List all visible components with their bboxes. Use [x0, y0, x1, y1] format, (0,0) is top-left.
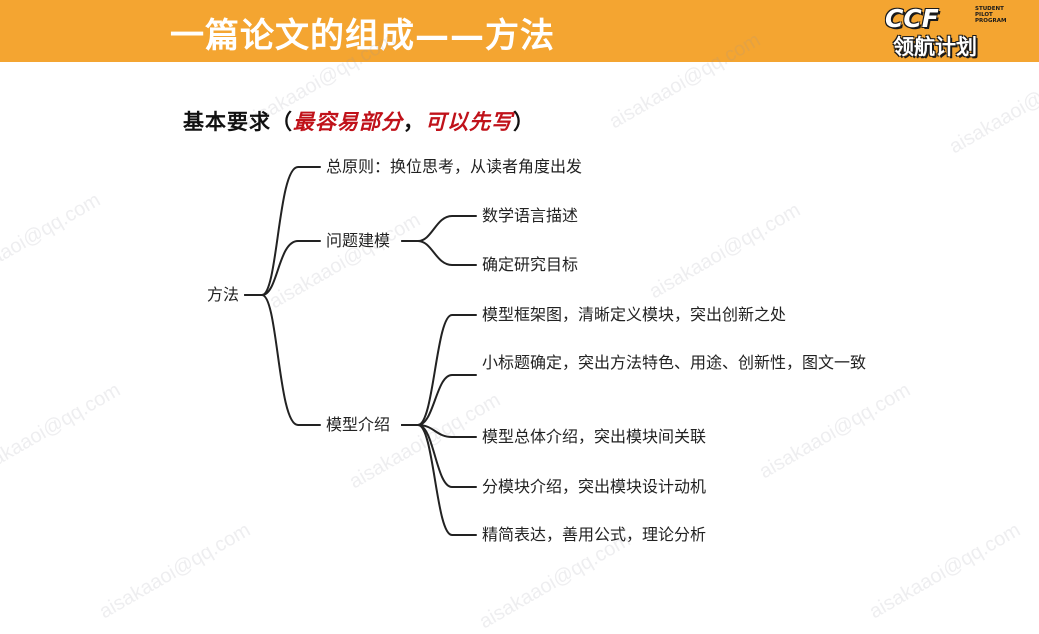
heading-part-write-first: 可以先写	[425, 109, 513, 134]
node-model-framework: 模型框架图，清晰定义模块，突出创新之处	[482, 305, 787, 324]
heading-prefix: 基本要求（	[183, 109, 293, 134]
node-research-goal: 确定研究目标	[482, 255, 579, 274]
node-subtitle-defined: 小标题确定，突出方法特色、用途、创新性，图文一致	[482, 353, 867, 372]
logo-small-text: STUDENT PILOT PROGRAM	[975, 6, 1017, 24]
connector-problem-child-1	[401, 215, 477, 242]
connector-root-principle	[244, 166, 321, 296]
node-problem-modeling: 问题建模	[326, 231, 391, 250]
node-model-intro: 模型介绍	[326, 415, 391, 434]
logo-sub-text: 领航计划	[893, 35, 977, 59]
connector-model-child-5	[401, 424, 477, 536]
connector-model-child-2	[401, 374, 477, 426]
connector-model-child-1	[401, 314, 477, 426]
connector-model-child-3	[401, 424, 477, 438]
logo-small-line-1: STUDENT	[975, 6, 1004, 12]
logo-small-line-2: PILOT	[975, 12, 993, 18]
heading-separator: ，	[403, 109, 425, 134]
mindmap-root: 方法	[207, 285, 240, 304]
node-overall-intro: 模型总体介绍，突出模块间关联	[482, 427, 707, 446]
heading-part-easiest: 最容易部分	[293, 109, 403, 134]
ccf-logo: CCF STUDENT PILOT PROGRAM 领航计划	[885, 4, 1017, 59]
connector-problem-child-2	[401, 240, 477, 266]
logo-small-line-3: PROGRAM	[975, 18, 1007, 24]
node-concise-expression: 精简表达，善用公式，理论分析	[482, 525, 707, 544]
title-banner: 一篇论文的组成——方法 CCF STUDENT PILOT PROGRAM 领航…	[0, 0, 1039, 62]
node-math-description: 数学语言描述	[482, 206, 579, 225]
node-module-intro: 分模块介绍，突出模块设计动机	[482, 477, 707, 496]
requirements-heading: 基本要求（最容易部分，可以先写）	[183, 106, 535, 136]
mindmap-connectors	[244, 166, 477, 536]
node-principle: 总原则：换位思考，从读者角度出发	[326, 157, 583, 176]
connector-root-problem	[244, 240, 321, 296]
connector-root-model	[244, 294, 321, 426]
heading-suffix: ）	[513, 109, 535, 134]
logo-main-text: CCF	[885, 4, 939, 33]
slide-title: 一篇论文的组成——方法	[170, 16, 555, 56]
